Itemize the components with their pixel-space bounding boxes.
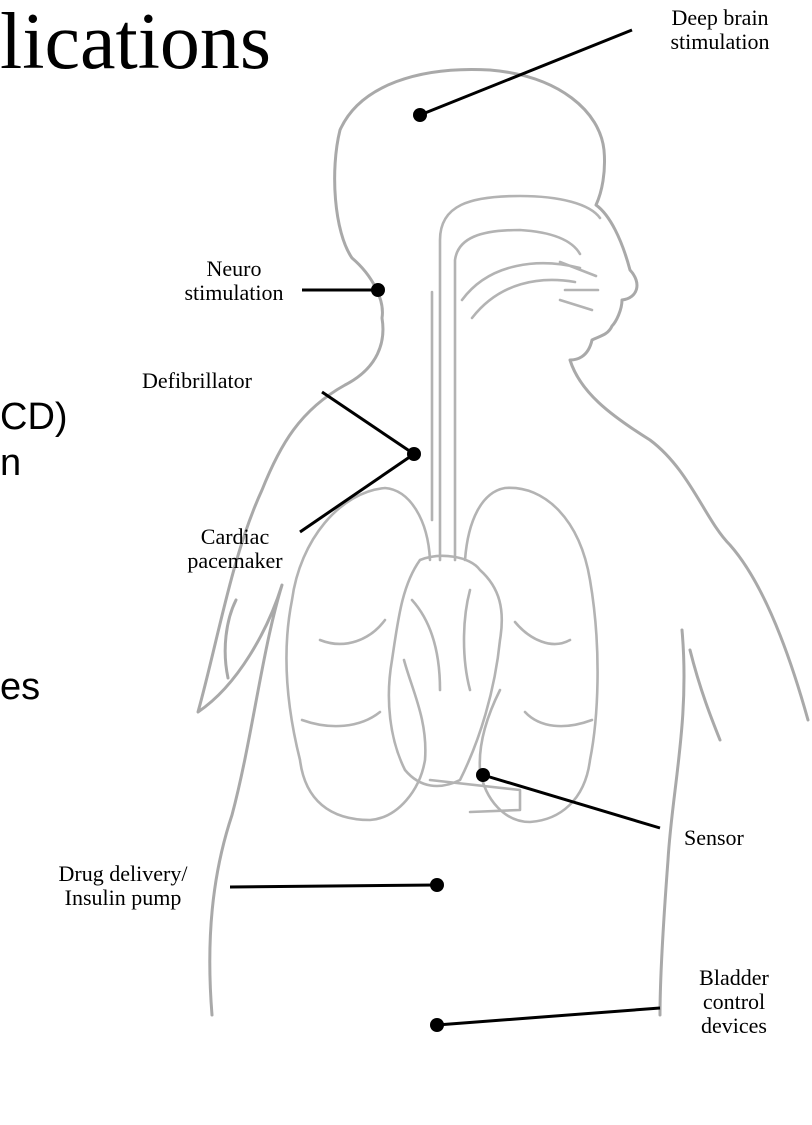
leader-sensor: [483, 775, 660, 828]
marker-sensor: [476, 768, 490, 782]
leader-pacemaker: [300, 454, 414, 532]
leader-drug-delivery: [230, 885, 437, 887]
leader-deep-brain: [420, 30, 632, 115]
label-sensor: Sensor: [684, 826, 744, 850]
marker-drug-delivery: [430, 878, 444, 892]
marker-bladder: [430, 1018, 444, 1032]
marker-neuro: [371, 283, 385, 297]
leader-defibrillator: [322, 392, 414, 454]
marker-heart-device: [407, 447, 421, 461]
marker-deep-brain: [413, 108, 427, 122]
leader-bladder: [437, 1008, 660, 1025]
label-defibrillator: Defibrillator: [142, 369, 252, 393]
label-drug-delivery-insulin-pump: Drug delivery/Insulin pump: [18, 862, 228, 910]
